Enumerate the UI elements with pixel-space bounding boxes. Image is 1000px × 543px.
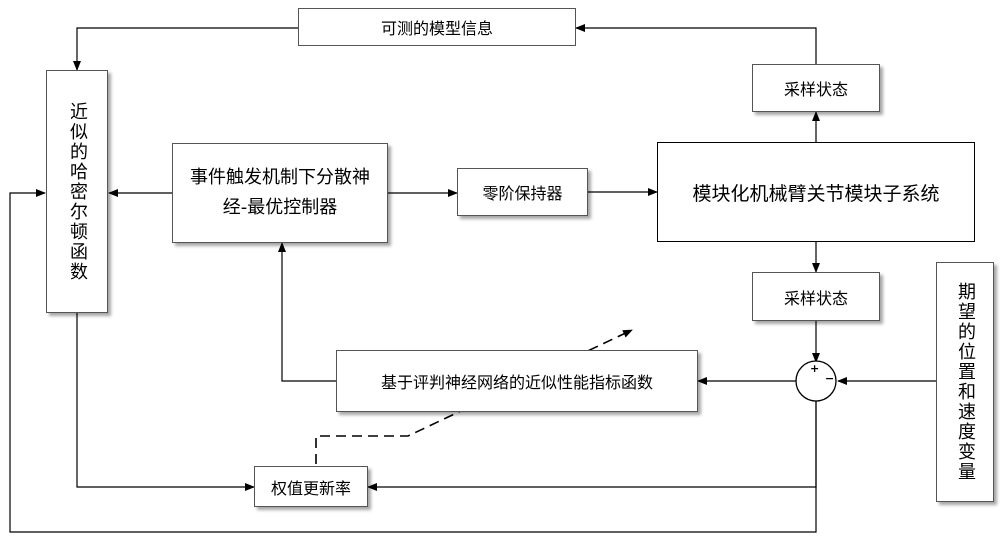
sample-state-top-block: 采样状态 [752, 64, 880, 112]
model-info-block: 可测的模型信息 [298, 8, 576, 46]
controller-block: 事件触发机制下分散神经-最优控制器 [172, 143, 388, 243]
summer-plus-sign: + [810, 362, 819, 375]
model-info-label: 可测的模型信息 [381, 15, 493, 39]
sample-state-bottom-label: 采样状态 [784, 285, 848, 309]
wire-model-info-to-hamilton [77, 28, 298, 70]
critic-network-label: 基于评判神经网络的近似性能指标函数 [381, 369, 653, 393]
wire-critic-to-controller [282, 243, 336, 381]
hamilton-function-block: 近似的哈密尔顿函数 [46, 70, 108, 313]
critic-network-block: 基于评判神经网络的近似性能指标函数 [336, 350, 698, 412]
desired-variables-block: 期望的位置和速度变量 [936, 262, 994, 502]
weight-update-label: 权值更新率 [271, 475, 351, 499]
subsystem-label: 模块化机械臂关节模块子系统 [692, 179, 939, 206]
weight-update-block: 权值更新率 [254, 466, 368, 507]
desired-variables-label: 期望的位置和速度变量 [950, 282, 980, 482]
controller-label: 事件触发机制下分散神经-最优控制器 [181, 163, 379, 223]
wire-summer-to-weight-rate [368, 401, 816, 487]
zoh-label: 零阶保持器 [482, 180, 562, 204]
wire-sample-top-to-model-info [576, 28, 816, 64]
sample-state-bottom-block: 采样状态 [752, 272, 880, 321]
subsystem-block: 模块化机械臂关节模块子系统 [657, 142, 975, 242]
hamilton-function-label: 近似的哈密尔顿函数 [62, 102, 92, 282]
zoh-block: 零阶保持器 [457, 168, 588, 216]
summer-minus-sign: − [825, 372, 834, 385]
sample-state-top-label: 采样状态 [784, 76, 848, 100]
wire-hamilton-to-weight-rate [77, 313, 254, 487]
